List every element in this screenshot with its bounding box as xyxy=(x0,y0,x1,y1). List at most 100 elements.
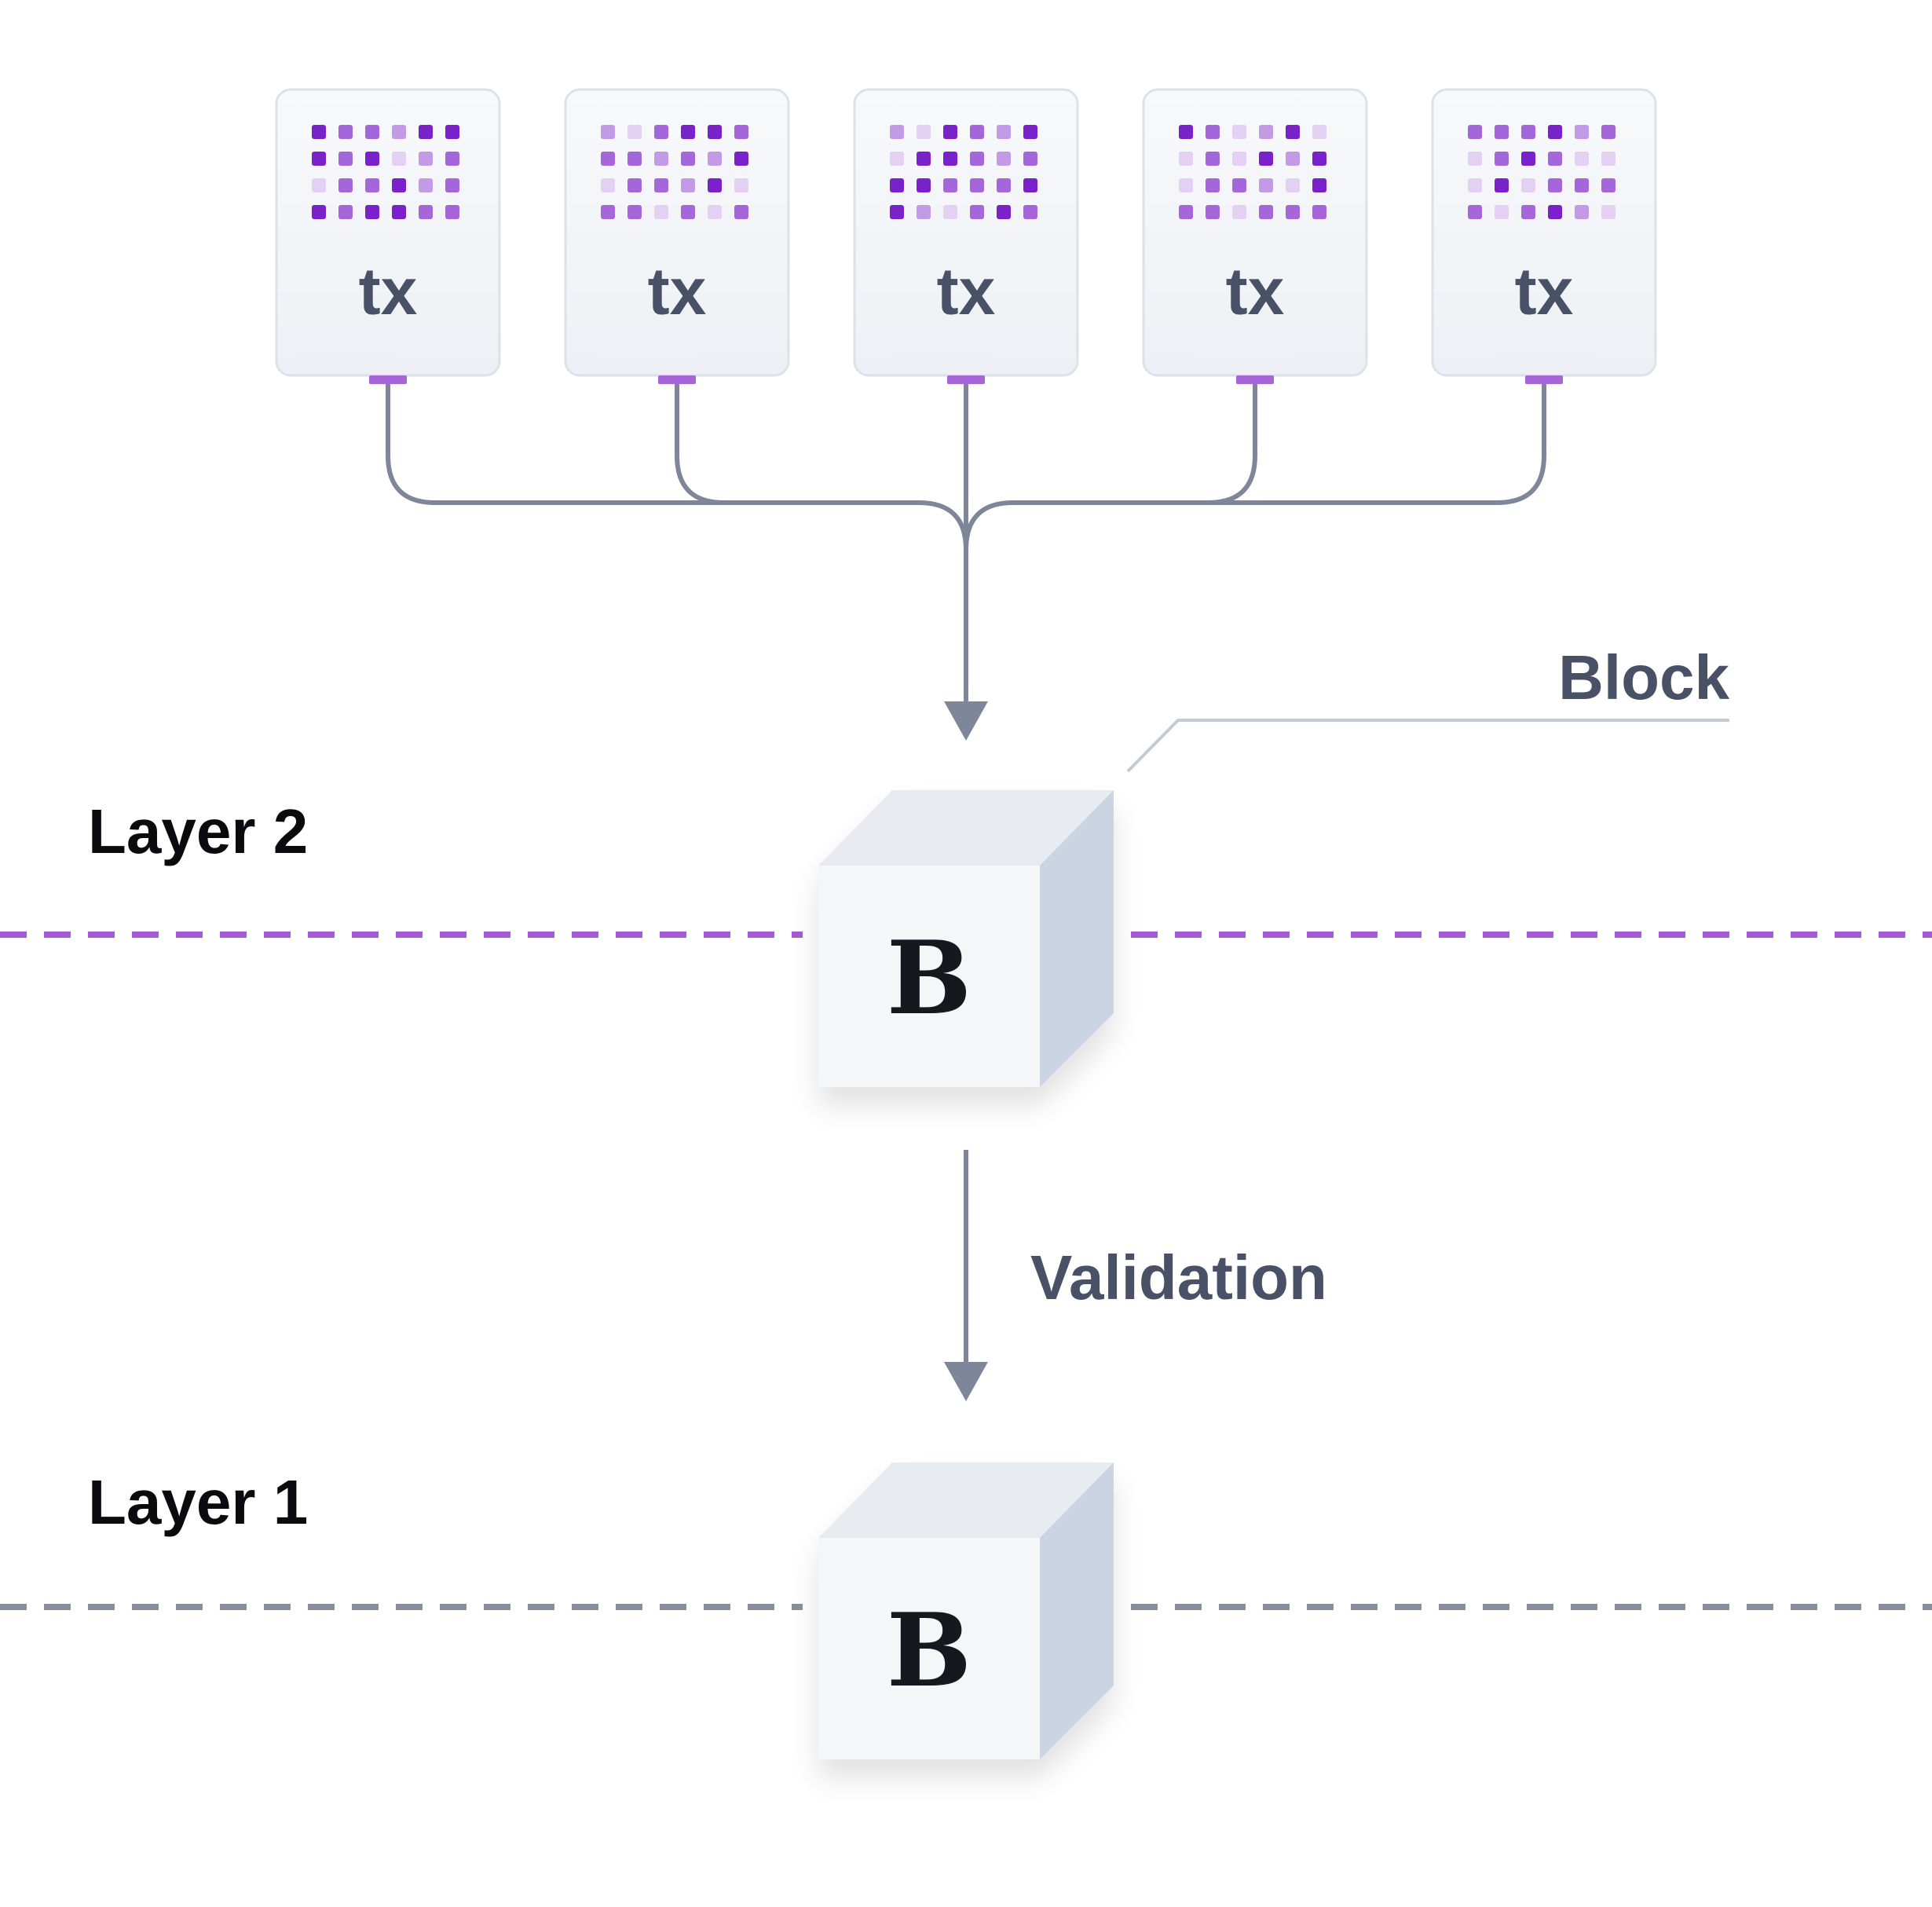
tx-data-dots xyxy=(890,125,1037,219)
tx-data-dot xyxy=(1575,205,1589,219)
tx-data-dot xyxy=(1179,125,1193,139)
tx-data-dot xyxy=(1206,125,1220,139)
arrowhead-into-block xyxy=(944,701,988,741)
tx-data-dot xyxy=(1023,125,1037,139)
tx-data-dot xyxy=(1286,178,1300,192)
cube-front-face xyxy=(818,1538,1040,1759)
tx-data-dot xyxy=(734,152,748,166)
tx-data-dot xyxy=(654,205,668,219)
tx-data-dot xyxy=(1521,178,1535,192)
tx-label: tx xyxy=(648,254,707,328)
tx-data-dot xyxy=(1601,125,1615,139)
tx-data-dot xyxy=(1023,178,1037,192)
tx-data-dot xyxy=(1259,125,1273,139)
tx-data-dot xyxy=(1548,178,1562,192)
tx-data-dot xyxy=(1232,205,1246,219)
tx-data-dot xyxy=(917,205,931,219)
tx-data-dot xyxy=(1232,125,1246,139)
tx-data-dot xyxy=(681,125,695,139)
tx-data-dot xyxy=(601,205,615,219)
tx-data-dot xyxy=(1312,205,1326,219)
tx-data-dot xyxy=(1259,152,1273,166)
tx-data-dot xyxy=(601,178,615,192)
tx-data-dot xyxy=(1601,178,1615,192)
validation-arrowhead xyxy=(944,1362,988,1401)
tx-data-dot xyxy=(312,205,326,219)
tx-data-dot xyxy=(1023,152,1037,166)
tx-card: tx xyxy=(1431,88,1657,384)
tx-data-dot xyxy=(708,205,722,219)
cube-front-face xyxy=(818,866,1040,1087)
tx-data-dot xyxy=(1495,205,1509,219)
layer-1-block-cube xyxy=(818,1462,1114,1759)
tx-data-dot xyxy=(734,178,748,192)
tx-data-dot xyxy=(392,125,406,139)
tx-data-dot xyxy=(1179,152,1193,166)
tx-label: tx xyxy=(1226,254,1285,328)
tx-data-dot xyxy=(970,178,984,192)
tx-card: tx xyxy=(564,88,790,384)
tx-data-dot xyxy=(943,178,957,192)
tx-data-dot xyxy=(943,205,957,219)
tx-data-dots xyxy=(1179,125,1326,219)
tx-data-dot xyxy=(1179,205,1193,219)
tx-data-dot xyxy=(601,152,615,166)
tx-data-dot xyxy=(1286,152,1300,166)
tx-data-dot xyxy=(681,152,695,166)
tx-data-dots xyxy=(312,125,459,219)
tx-data-dot xyxy=(1495,125,1509,139)
tx-data-dot xyxy=(1259,178,1273,192)
tx-data-dot xyxy=(654,152,668,166)
tx-data-dot xyxy=(1468,205,1482,219)
tx-data-dot xyxy=(997,125,1011,139)
layer-2-block-cube xyxy=(818,790,1114,1087)
tx-data-dot xyxy=(312,125,326,139)
tx-card-body xyxy=(275,88,501,377)
tx-output-port xyxy=(1236,375,1274,384)
tx-data-dot xyxy=(392,205,406,219)
tx-data-dot xyxy=(890,152,904,166)
validation-label: Validation xyxy=(1030,1243,1327,1312)
layer-2-label: Layer 2 xyxy=(88,796,308,866)
cube-side-face xyxy=(1040,790,1114,1087)
tx-data-dot xyxy=(1521,125,1535,139)
tx-data-dot xyxy=(1575,178,1589,192)
tx-data-dot xyxy=(654,178,668,192)
tx-data-dot xyxy=(445,205,459,219)
tx-data-dot xyxy=(917,152,931,166)
tx-data-dot xyxy=(1206,205,1220,219)
tx-data-dot xyxy=(419,205,433,219)
callout-leader-line xyxy=(1126,719,1729,773)
tx-data-dot xyxy=(601,125,615,139)
tx-data-dot xyxy=(392,178,406,192)
tx-data-dot xyxy=(338,152,353,166)
tx-data-dot xyxy=(1179,178,1193,192)
tx-data-dot xyxy=(708,178,722,192)
tx-data-dot xyxy=(1601,152,1615,166)
tx-data-dot xyxy=(1548,205,1562,219)
tx-data-dot xyxy=(943,152,957,166)
tx-data-dot xyxy=(1312,178,1326,192)
tx-data-dot xyxy=(365,178,379,192)
tx-data-dot xyxy=(943,125,957,139)
tx-data-dot xyxy=(1312,125,1326,139)
tx-data-dot xyxy=(1259,205,1273,219)
tx-data-dot xyxy=(1023,205,1037,219)
tx-data-dot xyxy=(1206,152,1220,166)
tx-data-dot xyxy=(1575,152,1589,166)
tx-data-dot xyxy=(1575,125,1589,139)
tx-data-dot xyxy=(445,178,459,192)
tx-data-dot xyxy=(365,205,379,219)
tx-card-body xyxy=(564,88,790,377)
tx-data-dot xyxy=(917,125,931,139)
layer-1: Layer 1 B xyxy=(0,1462,1932,1759)
tx-data-dot xyxy=(708,125,722,139)
tx-data-dot xyxy=(1548,152,1562,166)
tx-label: tx xyxy=(937,254,996,328)
tx-data-dot xyxy=(1521,152,1535,166)
tx-data-dot xyxy=(1548,125,1562,139)
tx-card-body xyxy=(1431,88,1657,377)
tx-data-dot xyxy=(970,205,984,219)
cube-top-face xyxy=(818,790,1114,866)
